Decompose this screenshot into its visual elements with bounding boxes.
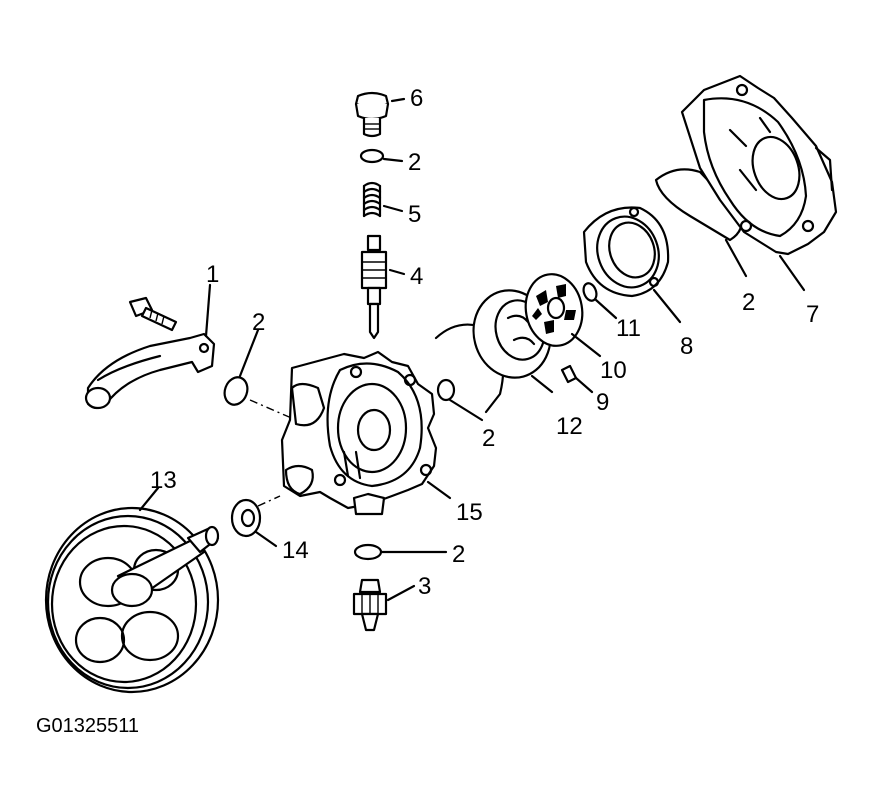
callout-11: 11 — [616, 315, 641, 342]
part-o-ring-small — [582, 282, 618, 320]
callout-8: 8 — [680, 333, 693, 360]
part-rear-housing — [680, 74, 838, 292]
callout-labels: 1 2 6 2 5 4 11 8 2 7 10 9 12 2 13 15 14 … — [36, 85, 819, 737]
callout-9: 9 — [596, 389, 609, 416]
part-o-ring-left — [223, 328, 297, 421]
part-cam-ring — [582, 206, 682, 324]
callout-2-mid: 2 — [482, 425, 495, 452]
callout-2-lower: 2 — [452, 541, 465, 568]
part-flow-control-valve — [360, 234, 406, 340]
part-suction-pipe — [84, 283, 216, 410]
part-o-ring-upper — [359, 148, 404, 164]
figure-code: G01325511 — [36, 715, 139, 737]
callout-12: 12 — [556, 413, 583, 440]
callout-5: 5 — [408, 201, 421, 228]
part-plug — [354, 91, 406, 138]
callout-7: 7 — [806, 301, 819, 328]
part-oil-seal — [230, 495, 281, 548]
callout-1: 1 — [206, 261, 219, 288]
callout-2-left: 2 — [252, 309, 265, 336]
callout-2-gasket: 2 — [742, 289, 755, 316]
part-rotor — [524, 273, 602, 358]
part-pulley — [44, 486, 220, 694]
part-spring — [362, 181, 404, 218]
part-pressure-switch — [352, 578, 416, 632]
part-o-ring-lower — [353, 543, 448, 561]
callout-2-top: 2 — [408, 149, 421, 176]
callout-3: 3 — [418, 573, 431, 600]
callout-14: 14 — [282, 537, 309, 564]
callout-15: 15 — [456, 499, 483, 526]
part-pin — [560, 364, 594, 394]
part-pump-body — [280, 350, 452, 516]
callout-4: 4 — [410, 263, 423, 290]
callout-13: 13 — [150, 467, 177, 494]
callout-10: 10 — [600, 357, 627, 384]
callout-6: 6 — [410, 85, 423, 112]
